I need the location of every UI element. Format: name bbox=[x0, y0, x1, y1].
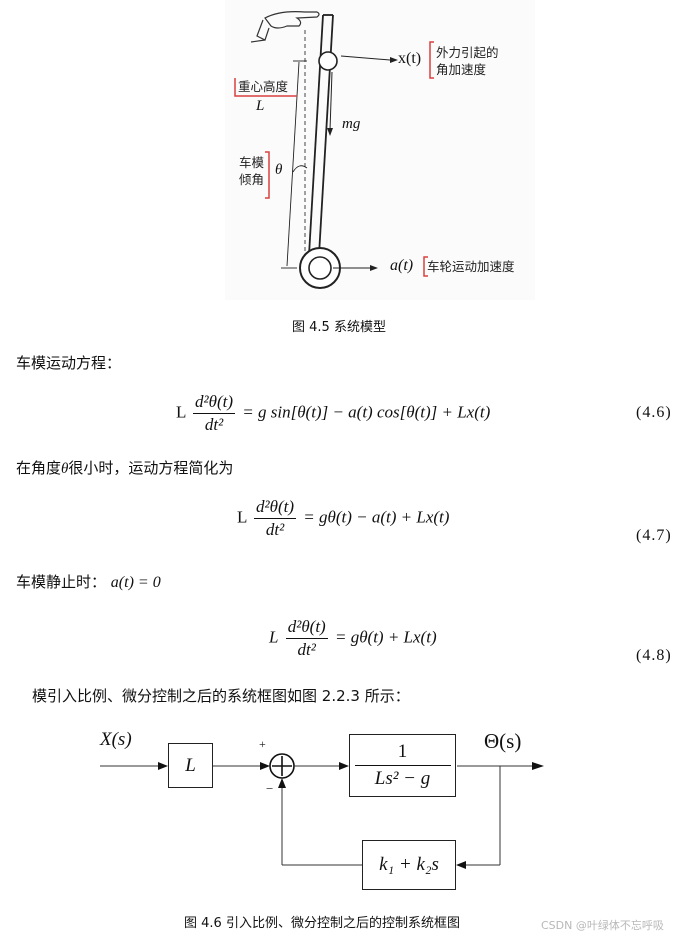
eq-denominator: dt² bbox=[297, 640, 316, 659]
static-intro: 车模静止时： bbox=[16, 573, 107, 591]
eq-numerator: d²θ(t) bbox=[285, 617, 328, 639]
csdn-watermark: CSDN @叶绿体不忘呼吸 bbox=[541, 919, 664, 932]
equation-number-4-6: (4.6) bbox=[636, 404, 672, 421]
equation-4-6: L d²θ(t) dt² = g sin[θ(t)] − a(t) cos[θ(… bbox=[176, 392, 490, 435]
tilt-angle-label: 车模 倾角 bbox=[239, 154, 264, 188]
block-diagram-intro: 模引入比例、微分控制之后的系统框图如图 2.2.3 所示： bbox=[32, 687, 410, 705]
pd-feedback-block: k₁ + k₂s bbox=[362, 840, 456, 890]
plant-denominator: Ls² − g bbox=[374, 768, 431, 789]
plant-transfer-function-block: 1 Ls² − g bbox=[349, 734, 456, 797]
small-angle-suffix: 很小时，运动方程简化为 bbox=[68, 459, 234, 477]
sum-plus-sign: + bbox=[259, 737, 266, 751]
eq-numerator: d²θ(t) bbox=[193, 392, 236, 414]
external-force-line2: 角加速度 bbox=[436, 62, 487, 77]
eq-rhs: = gθ(t) + Lx(t) bbox=[334, 627, 437, 647]
wheel-accel-label: 车轮运动加速度 bbox=[427, 259, 515, 274]
static-condition: a(t) = 0 bbox=[110, 574, 161, 591]
motion-equation-intro: 车模运动方程： bbox=[16, 354, 122, 372]
eq-fraction: d²θ(t) dt² bbox=[254, 497, 297, 540]
mg-label: mg bbox=[342, 116, 361, 132]
eq-coefficient: L bbox=[237, 507, 247, 527]
figure-4-5-caption: 图 4.5 系统模型 bbox=[292, 320, 386, 335]
hand-icon bbox=[250, 11, 320, 43]
sum-minus-sign: − bbox=[266, 781, 274, 796]
block-diagram-lines bbox=[100, 753, 544, 869]
eq-coefficient: L bbox=[176, 402, 186, 422]
eq-denominator: dt² bbox=[204, 415, 224, 434]
cg-height-label: 重心高度 bbox=[238, 79, 289, 94]
gain-block-L: L bbox=[168, 743, 213, 788]
static-condition-line: 车模静止时： a(t) = 0 bbox=[16, 571, 161, 592]
xt-label: x(t) bbox=[398, 50, 422, 67]
external-force-label: 外力引起的 角加速度 bbox=[436, 44, 499, 78]
inverted-pendulum-diagram bbox=[234, 11, 434, 289]
at-label: a(t) bbox=[390, 257, 414, 274]
tilt-line2: 倾角 bbox=[239, 172, 265, 187]
external-force-line1: 外力引起的 bbox=[436, 45, 499, 60]
plant-numerator: 1 bbox=[354, 741, 451, 766]
figure-4-6-caption: 图 4.6 引入比例、微分控制之后的控制系统框图 bbox=[184, 916, 460, 931]
tilt-line1: 车模 bbox=[239, 155, 265, 170]
eq-coefficient: L bbox=[269, 627, 279, 647]
eq-fraction: d²θ(t) dt² bbox=[193, 392, 236, 435]
eq-numerator: d²θ(t) bbox=[254, 497, 297, 519]
theta-symbol: θ bbox=[61, 461, 69, 477]
theta-label: θ bbox=[275, 162, 283, 178]
output-signal-label: Θ(s) bbox=[484, 729, 522, 753]
L-label: L bbox=[256, 98, 265, 114]
eq-fraction: d²θ(t) dt² bbox=[285, 617, 328, 660]
equation-4-8: L d²θ(t) dt² = gθ(t) + Lx(t) bbox=[269, 617, 437, 660]
system-model-figure: x(t) 外力引起的 角加速度 重心高度 L mg 车模 倾角 θ a(t) 车… bbox=[225, 0, 535, 300]
eq-rhs: = g sin[θ(t)] − a(t) cos[θ(t)] + Lx(t) bbox=[242, 402, 491, 422]
input-signal-label: X(s) bbox=[100, 729, 132, 750]
small-angle-intro: 在角度θ很小时，运动方程简化为 bbox=[16, 457, 233, 478]
equation-number-4-8: (4.8) bbox=[636, 647, 672, 664]
equation-number-4-7: (4.7) bbox=[636, 527, 672, 544]
small-angle-prefix: 在角度 bbox=[16, 459, 62, 477]
control-block-diagram: X(s) L + − 1 Ls² − g Θ(s) k₁ + k₂s bbox=[80, 715, 570, 900]
eq-denominator: dt² bbox=[265, 520, 285, 539]
eq-rhs: = gθ(t) − a(t) + Lx(t) bbox=[303, 507, 450, 527]
equation-4-7: L d²θ(t) dt² = gθ(t) − a(t) + Lx(t) bbox=[237, 497, 449, 540]
